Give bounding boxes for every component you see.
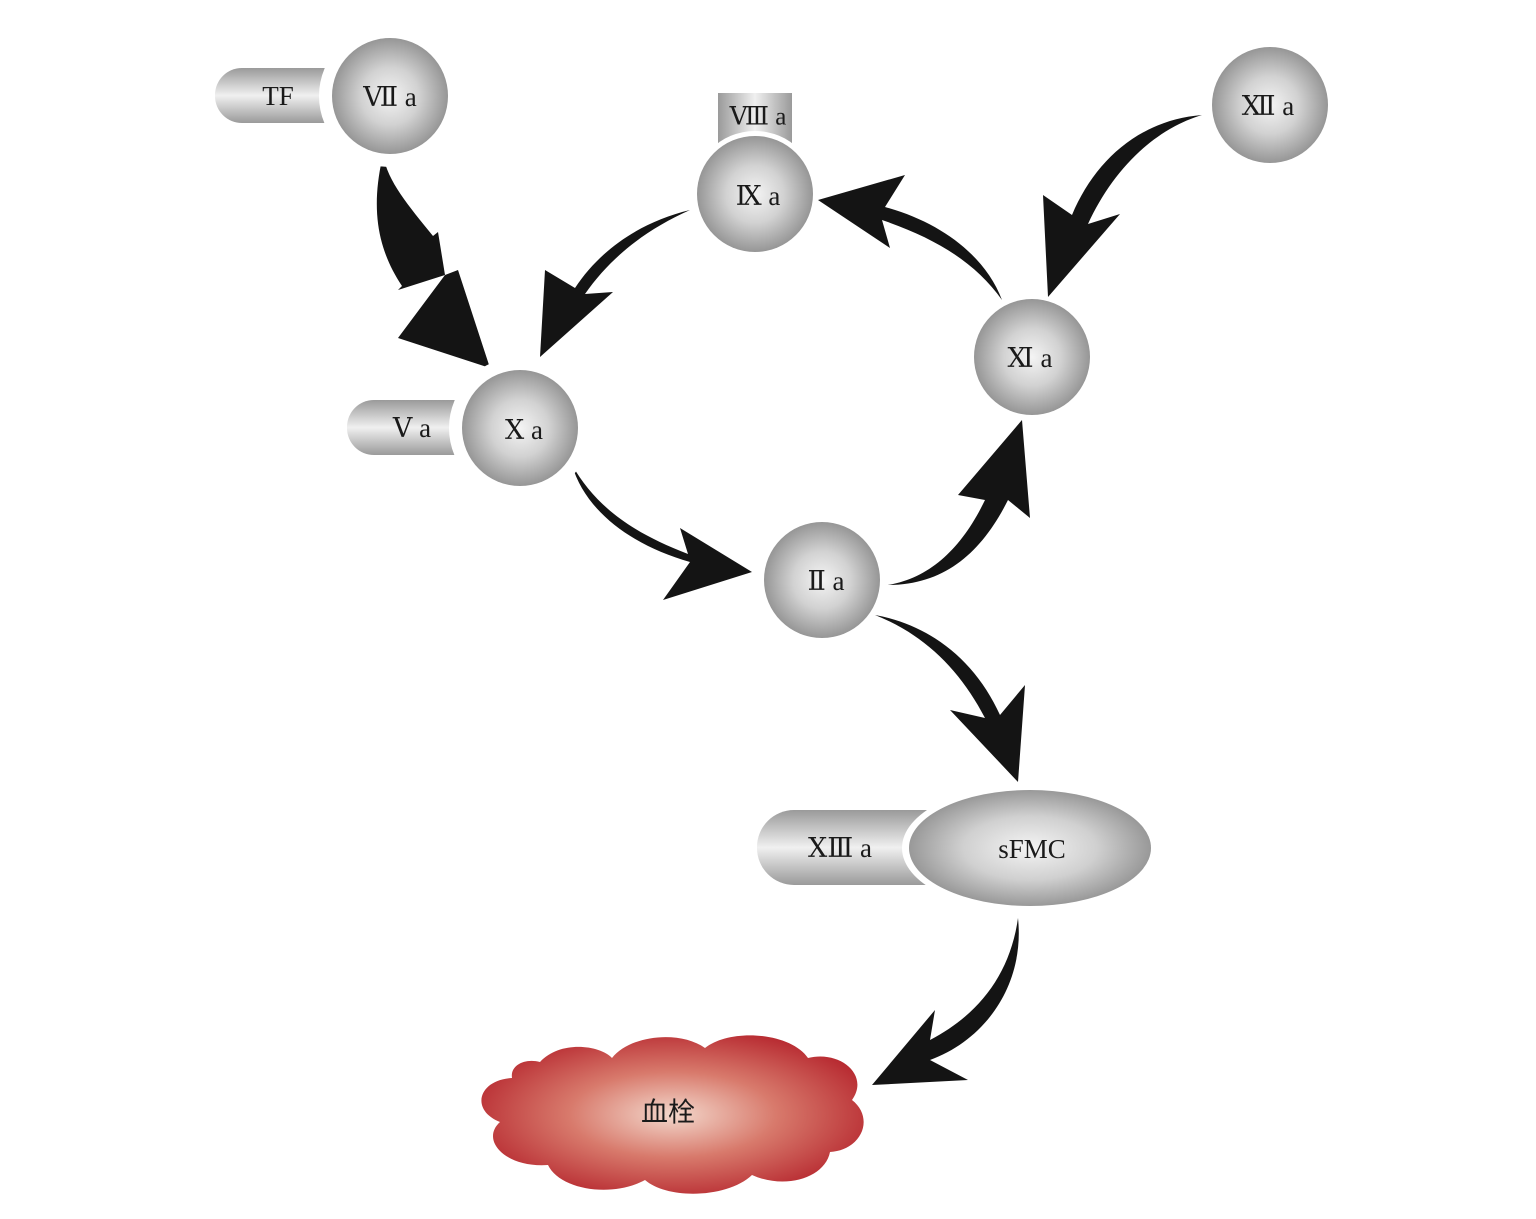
ixa-sphere xyxy=(697,136,813,252)
viiia-label: Ⅷ a xyxy=(729,104,787,131)
node-tf-viia: TF Ⅶ a xyxy=(215,25,461,167)
arrow-viia-to-xa xyxy=(376,155,490,368)
node-va-xa: Ⅴ a Ⅹ a xyxy=(347,357,591,499)
node-thrombus: 血栓 xyxy=(481,1035,864,1194)
thrombus-cloud xyxy=(481,1035,864,1194)
xiia-sphere xyxy=(1212,47,1328,163)
viia-sphere xyxy=(332,38,448,154)
viia-label: Ⅶ a xyxy=(362,82,417,112)
arrow-sfmc-to-thrombus xyxy=(872,918,1019,1085)
node-iia: Ⅱ a xyxy=(764,522,880,638)
iia-sphere xyxy=(764,522,880,638)
iia-label: Ⅱ a xyxy=(807,566,844,596)
tf-label: TF xyxy=(262,81,294,111)
arrow-iia-to-xia xyxy=(888,420,1030,585)
arrow-xiia-to-xia xyxy=(1043,115,1202,297)
sfmc-label: sFMC xyxy=(998,834,1066,864)
xa-sphere xyxy=(462,370,578,486)
arrow-xa-to-iia xyxy=(572,465,752,600)
xiia-label: Ⅻ a xyxy=(1242,91,1295,121)
node-xia: Ⅺ a xyxy=(974,299,1090,415)
xa-label: Ⅹ a xyxy=(505,415,543,445)
xia-sphere xyxy=(974,299,1090,415)
arrow-iia-to-sfmc xyxy=(875,615,1025,782)
node-xiiia-sfmc: ⅩⅢ a sFMC xyxy=(757,784,1158,912)
arrow-xia-to-ixa xyxy=(818,175,1002,300)
va-label: Ⅴ a xyxy=(392,413,431,443)
ixa-label: Ⅸ a xyxy=(736,181,781,211)
xia-label: Ⅺ a xyxy=(1008,343,1053,373)
arrow-ixa-to-xa xyxy=(540,210,690,357)
sfmc-ellipse xyxy=(909,790,1151,906)
node-xiia: Ⅻ a xyxy=(1212,47,1328,163)
xiiia-label: ⅩⅢ a xyxy=(808,833,872,863)
node-viiia-ixa: Ⅷ a Ⅸ a xyxy=(692,93,818,257)
thrombus-label: 血栓 xyxy=(641,1098,695,1129)
